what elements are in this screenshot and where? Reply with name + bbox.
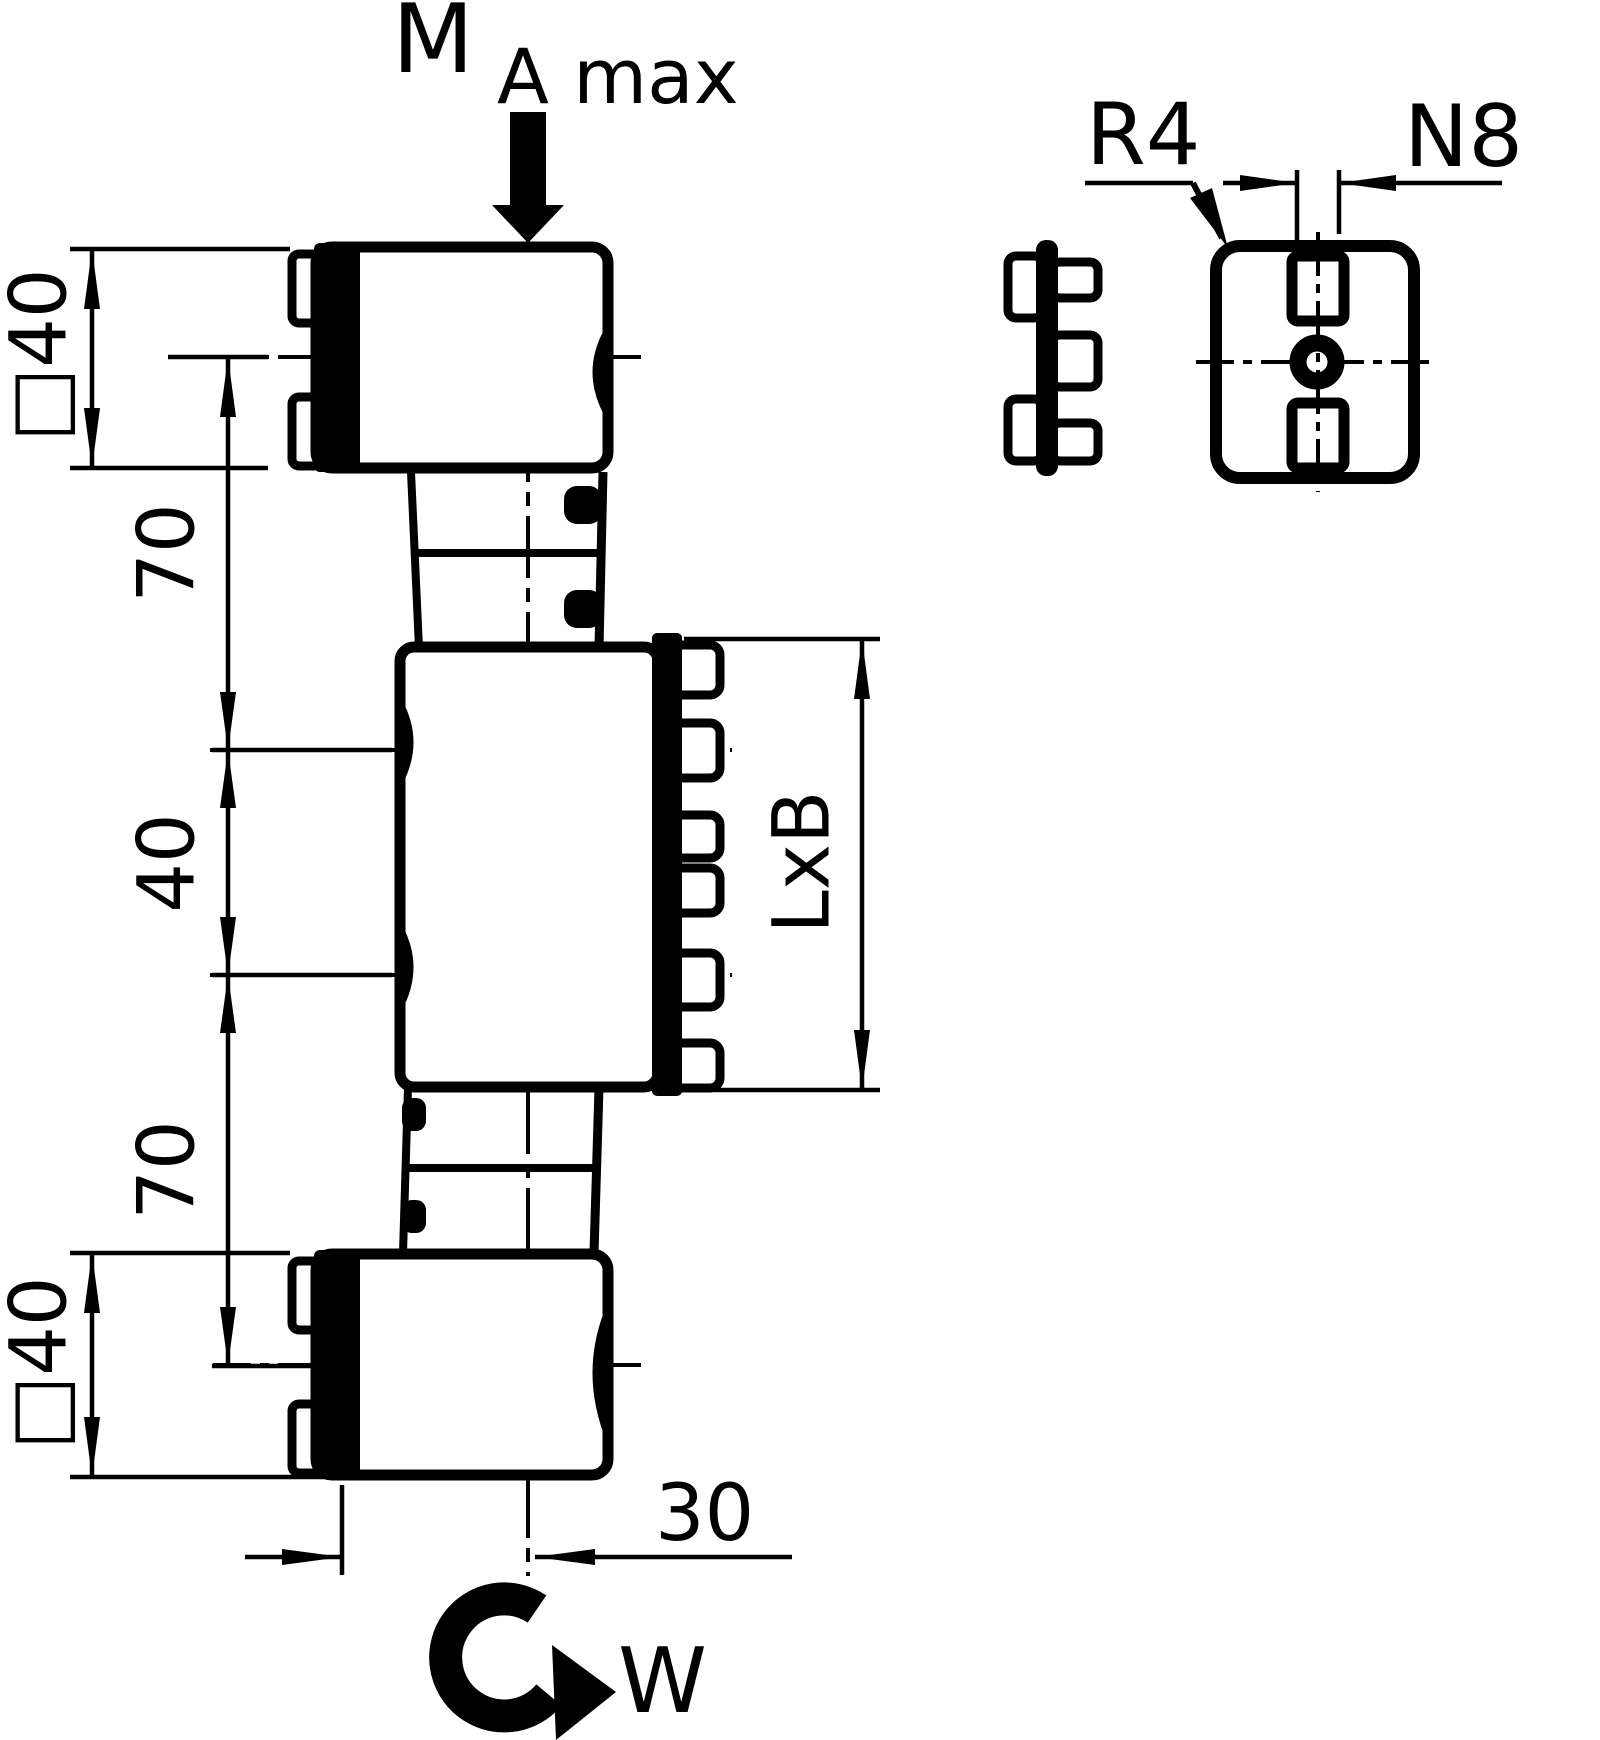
rotation-arc [429, 1582, 562, 1733]
arrow-sq40-bot-up [84, 1253, 100, 1313]
n8-arrow-left [1240, 175, 1297, 191]
upper-shaft-nub-1 [564, 486, 602, 524]
arrow-chain-3 [220, 750, 236, 808]
arrow-chain-4 [220, 917, 236, 975]
moment-subscript-label: A max [497, 32, 739, 121]
top-block-jaw-bar [314, 243, 360, 472]
dim-40-label: 40 [122, 813, 212, 912]
dim-70-lower-label: 70 [122, 1120, 212, 1219]
radius-label: R4 [1086, 85, 1200, 185]
dim-30-label: 30 [655, 1469, 754, 1559]
arrow-30-left [535, 1549, 595, 1565]
middle-block-break-bump-2 [402, 925, 414, 1010]
dim-sq40-bottom-label: □40 [0, 1277, 84, 1450]
strip-tooth-right-middle [1047, 330, 1103, 392]
middle-block [394, 633, 725, 1096]
arrow-sq40-bot-down [84, 1417, 100, 1477]
n8-dimension: N8 [1223, 87, 1523, 258]
surface-label: N8 [1404, 87, 1523, 187]
arrow-lxb-up [854, 639, 870, 699]
arrow-lxb-down [854, 1030, 870, 1090]
dim-sq40-top-label: □40 [0, 269, 84, 442]
moment-label: M [392, 0, 474, 95]
strip-spine [1036, 240, 1058, 476]
dim-lxb-label: LxB [757, 790, 847, 933]
middle-block-jaw-bar [652, 633, 682, 1096]
main-view: M A max [0, 0, 880, 1740]
bottom-block-jaw-bar [314, 1250, 360, 1479]
top-block [287, 241, 614, 474]
top-block-break-bump [592, 330, 604, 415]
lower-shaft [399, 1087, 604, 1254]
force-arrow [492, 112, 564, 243]
arrow-30-right [282, 1549, 342, 1565]
arrow-chain-2 [220, 692, 236, 750]
strip-tooth-right-top [1047, 257, 1103, 303]
arrow-chain-1 [220, 357, 236, 417]
upper-shaft [407, 471, 608, 649]
rotation-arrow-head [552, 1645, 616, 1740]
middle-block-break-bump-1 [402, 700, 414, 785]
strip-tooth-right-bottom [1047, 418, 1103, 466]
force-arrow-head [492, 205, 564, 243]
detail-views: R4 N8 [1003, 85, 1523, 492]
lower-shaft-right-edge [589, 1087, 604, 1254]
clamp-face-view [1196, 232, 1436, 492]
dim-70-upper-label: 70 [122, 503, 212, 602]
r4-callout: R4 [1085, 85, 1228, 248]
middle-block-body [394, 641, 664, 1093]
dimensions: □40 70 40 70 □40 [0, 246, 880, 1575]
lower-shaft-nub-2 [402, 1200, 426, 1233]
arrow-sq40-top-up [84, 249, 100, 309]
arrow-sq40-top-down [84, 408, 100, 468]
arrow-chain-5 [220, 975, 236, 1033]
bottom-block [287, 1248, 614, 1481]
upper-shaft-left-edge [407, 471, 423, 649]
rotation-label: W [618, 1629, 707, 1734]
bottom-block-break-bump [592, 1312, 604, 1435]
n8-arrow-right [1339, 175, 1396, 191]
upper-shaft-nub-2 [564, 590, 602, 628]
r4-arrow-head [1190, 188, 1228, 248]
arrow-chain-6 [220, 1307, 236, 1365]
lower-shaft-nub-1 [402, 1098, 426, 1131]
force-arrow-shaft [510, 112, 546, 208]
rotation-symbol: W [429, 1582, 707, 1740]
tooth-strip-side-view [1003, 240, 1103, 476]
